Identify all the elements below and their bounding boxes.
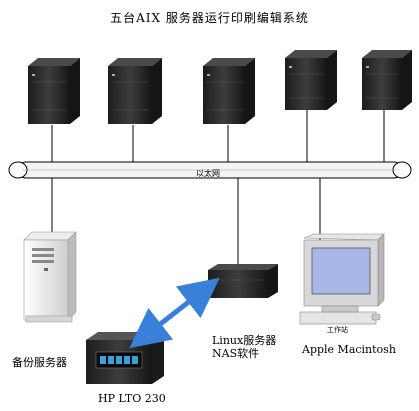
linux-server xyxy=(208,264,278,298)
workstation-screen-label: 工作站 xyxy=(327,326,348,334)
aix-server-5 xyxy=(362,50,412,110)
backup-server xyxy=(23,231,77,323)
mac-workstation xyxy=(299,233,385,325)
aix-server-4 xyxy=(285,50,337,110)
ethernet-label: 以太网 xyxy=(196,169,220,178)
nas-software-label: NAS软件 xyxy=(212,347,260,360)
connection-lines xyxy=(51,110,385,264)
aix-server-2 xyxy=(108,58,162,124)
backup-server-label: 备份服务器 xyxy=(12,356,67,369)
aix-server-3 xyxy=(203,58,255,124)
tape-library-label: HP LTO 230 xyxy=(98,392,166,405)
backup-link-arrow xyxy=(129,277,220,349)
mac-workstation-label: Apple Macintosh xyxy=(302,343,396,356)
ethernet-bus xyxy=(8,161,412,179)
tape-library xyxy=(86,332,164,384)
diagram-title: 五台AIX 服务器运行印刷编辑系统 xyxy=(110,11,309,25)
linux-server-label: Linux服务器 xyxy=(212,334,277,347)
aix-server-1 xyxy=(28,58,80,124)
